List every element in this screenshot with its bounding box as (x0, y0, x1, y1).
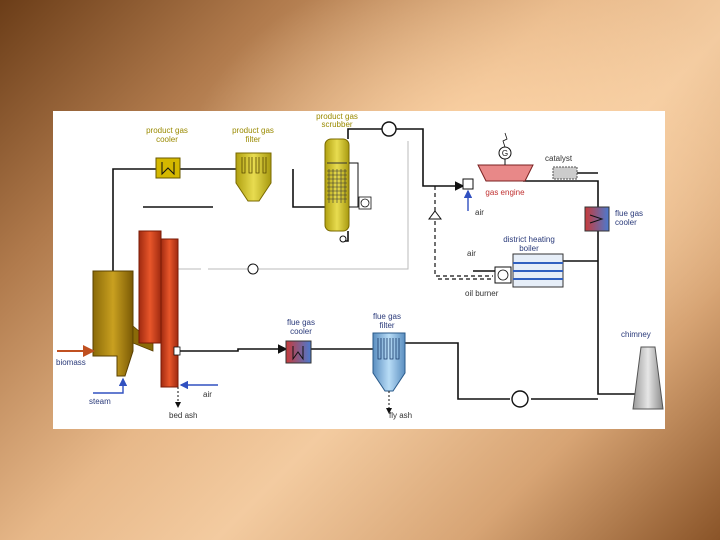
diagram-panel: G (53, 111, 665, 429)
district-heating-boiler (494, 253, 564, 288)
product-gas-filter (235, 152, 272, 202)
catalyst (552, 166, 578, 180)
label-product-gas-filter-1: product gas (232, 126, 274, 135)
label-chimney: chimney (621, 330, 651, 339)
process-flow-diagram: G (56, 112, 664, 420)
valve-circle (247, 263, 259, 275)
label-biomass: biomass (56, 358, 86, 367)
flue-gas-cooler-bottom (285, 340, 312, 364)
chimney (632, 346, 664, 410)
label-product-gas-scrubber-1: product gas (316, 112, 358, 121)
label-bed-ash: bed ash (169, 411, 197, 420)
pipes (112, 128, 638, 400)
label-flue-gas-filter-1: flue gas (373, 312, 401, 321)
label-air-oil: air (467, 249, 476, 258)
product-gas-scrubber (324, 138, 372, 243)
bypass-lines (434, 186, 493, 280)
label-flue-gas-cooler-top-2: cooler (615, 218, 637, 227)
flue-gas-cooler-top (584, 206, 610, 232)
labels: product gas cooler product gas filter pr… (56, 112, 651, 420)
label-air-engine: air (475, 208, 484, 217)
label-fly-ash: fly ash (389, 411, 412, 420)
scrubber-pump (381, 121, 397, 137)
label-gas-engine: gas engine (485, 188, 525, 197)
flue-gas-pump (511, 390, 529, 408)
label-product-gas-cooler-2: cooler (156, 135, 178, 144)
product-gas-cooler (155, 157, 181, 179)
label-district-heating-boiler-2: boiler (519, 244, 539, 253)
gas-engine: G (462, 132, 534, 190)
label-flue-gas-cooler-bottom-2: cooler (290, 327, 312, 336)
label-product-gas-filter-2: filter (245, 135, 260, 144)
label-product-gas-cooler-1: product gas (146, 126, 188, 135)
label-product-gas-scrubber-2: scrubber (321, 120, 352, 129)
check-valve (428, 210, 442, 220)
label-steam: steam (89, 397, 111, 406)
label-air-gasifier: air (203, 390, 212, 399)
steam-arrow (93, 377, 128, 394)
label-catalyst: catalyst (545, 154, 573, 163)
combustor (138, 230, 181, 408)
label-oil-burner: oil burner (465, 289, 499, 298)
label-flue-gas-cooler-top-1: flue gas (615, 209, 643, 218)
generator-symbol: G (502, 149, 508, 158)
label-district-heating-boiler-1: district heating (503, 235, 555, 244)
flue-gas-filter (372, 332, 406, 414)
label-flue-gas-filter-2: filter (379, 321, 394, 330)
label-flue-gas-cooler-bottom-1: flue gas (287, 318, 315, 327)
